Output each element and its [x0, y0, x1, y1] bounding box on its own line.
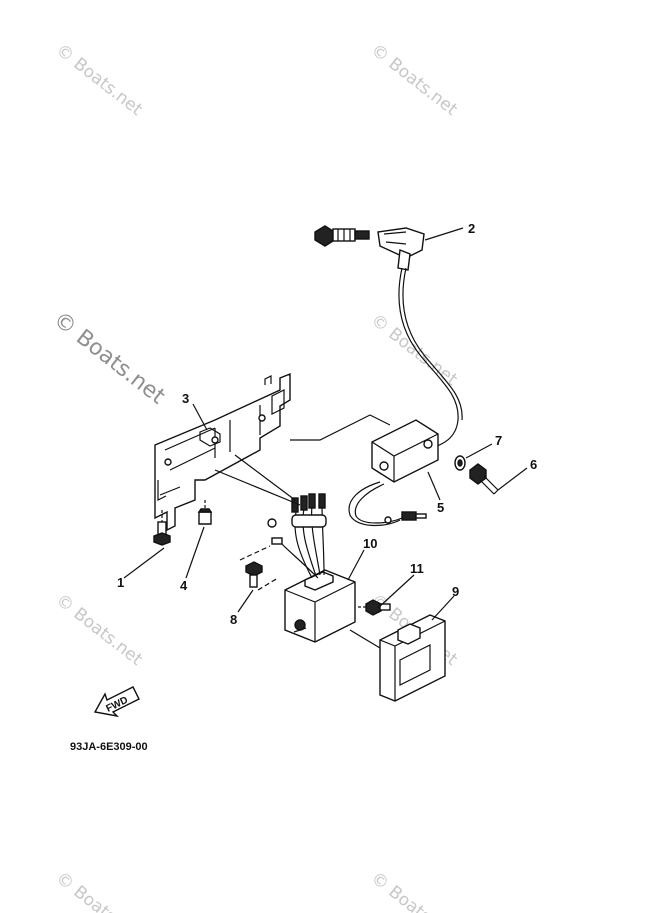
fwd-arrow-shape [93, 686, 140, 718]
callout-4: 4 [180, 578, 188, 593]
callout-10: 10 [363, 536, 377, 551]
callout-8: 8 [230, 612, 237, 627]
coil-fasteners [454, 455, 499, 495]
plug-cap-boot [397, 249, 411, 271]
cdi-harness-grommet [304, 571, 334, 591]
bolt-1-head [153, 532, 171, 546]
watermark-bottom-right: © Boats.net [367, 868, 461, 913]
cdi-cover-body [379, 614, 446, 702]
grommet-body [198, 511, 212, 525]
leader-lines [123, 227, 528, 621]
ignition-coil [348, 419, 439, 526]
coil-terminal [384, 516, 392, 524]
spark-plug-cap-assembly [314, 225, 463, 449]
watermark-bottom-left: © Boats.net [52, 868, 146, 913]
bolt-shank [483, 475, 499, 491]
grommet [197, 500, 213, 525]
bolt-8-shank [249, 574, 258, 588]
watermark-low-left: © Boats.net [52, 590, 146, 670]
callout-6: 6 [530, 457, 537, 472]
spark-plug-hex [314, 225, 334, 247]
watermark-mid-right: © Boats.net [367, 310, 461, 390]
callout-2: 2 [468, 221, 475, 236]
fwd-arrow: FWD [93, 686, 140, 718]
watermark-top-right: © Boats.net [367, 40, 461, 120]
coil-connector-1 [401, 511, 417, 521]
coil-lead-1 [348, 481, 401, 526]
ht-lead [398, 267, 459, 449]
spark-plug-terminal [354, 230, 370, 240]
callouts: 2 3 7 6 5 10 11 1 4 9 8 [117, 221, 537, 627]
bracket-bolt [153, 510, 171, 546]
coil-mount-left [379, 461, 389, 471]
harness-clamp [291, 514, 327, 528]
callout-5: 5 [437, 500, 444, 515]
watermark-mid-left: © Boats.net [48, 307, 169, 410]
bolt-head [469, 463, 487, 485]
mounting-bracket [154, 372, 291, 532]
cdi-bolt-right [358, 599, 391, 616]
cdi-cover [379, 614, 446, 702]
routing-lines [214, 414, 391, 649]
cdi-unit [267, 493, 356, 643]
bracket-frame [154, 372, 291, 532]
coil-mount-right [423, 439, 433, 449]
callout-3: 3 [182, 391, 189, 406]
callout-1: 1 [117, 575, 124, 590]
figure-code: 93JA-6E309-00 [70, 741, 148, 753]
harness-connector-1 [291, 497, 299, 513]
watermark-top-left: © Boats.net [52, 40, 146, 120]
cdi-bolt [245, 561, 263, 588]
bolt-8-head [245, 561, 263, 577]
fwd-label: FWD [104, 695, 129, 715]
callout-7: 7 [495, 433, 502, 448]
callout-11: 11 [410, 561, 424, 576]
callout-9: 9 [452, 584, 459, 599]
bolt-11-head [365, 599, 382, 616]
